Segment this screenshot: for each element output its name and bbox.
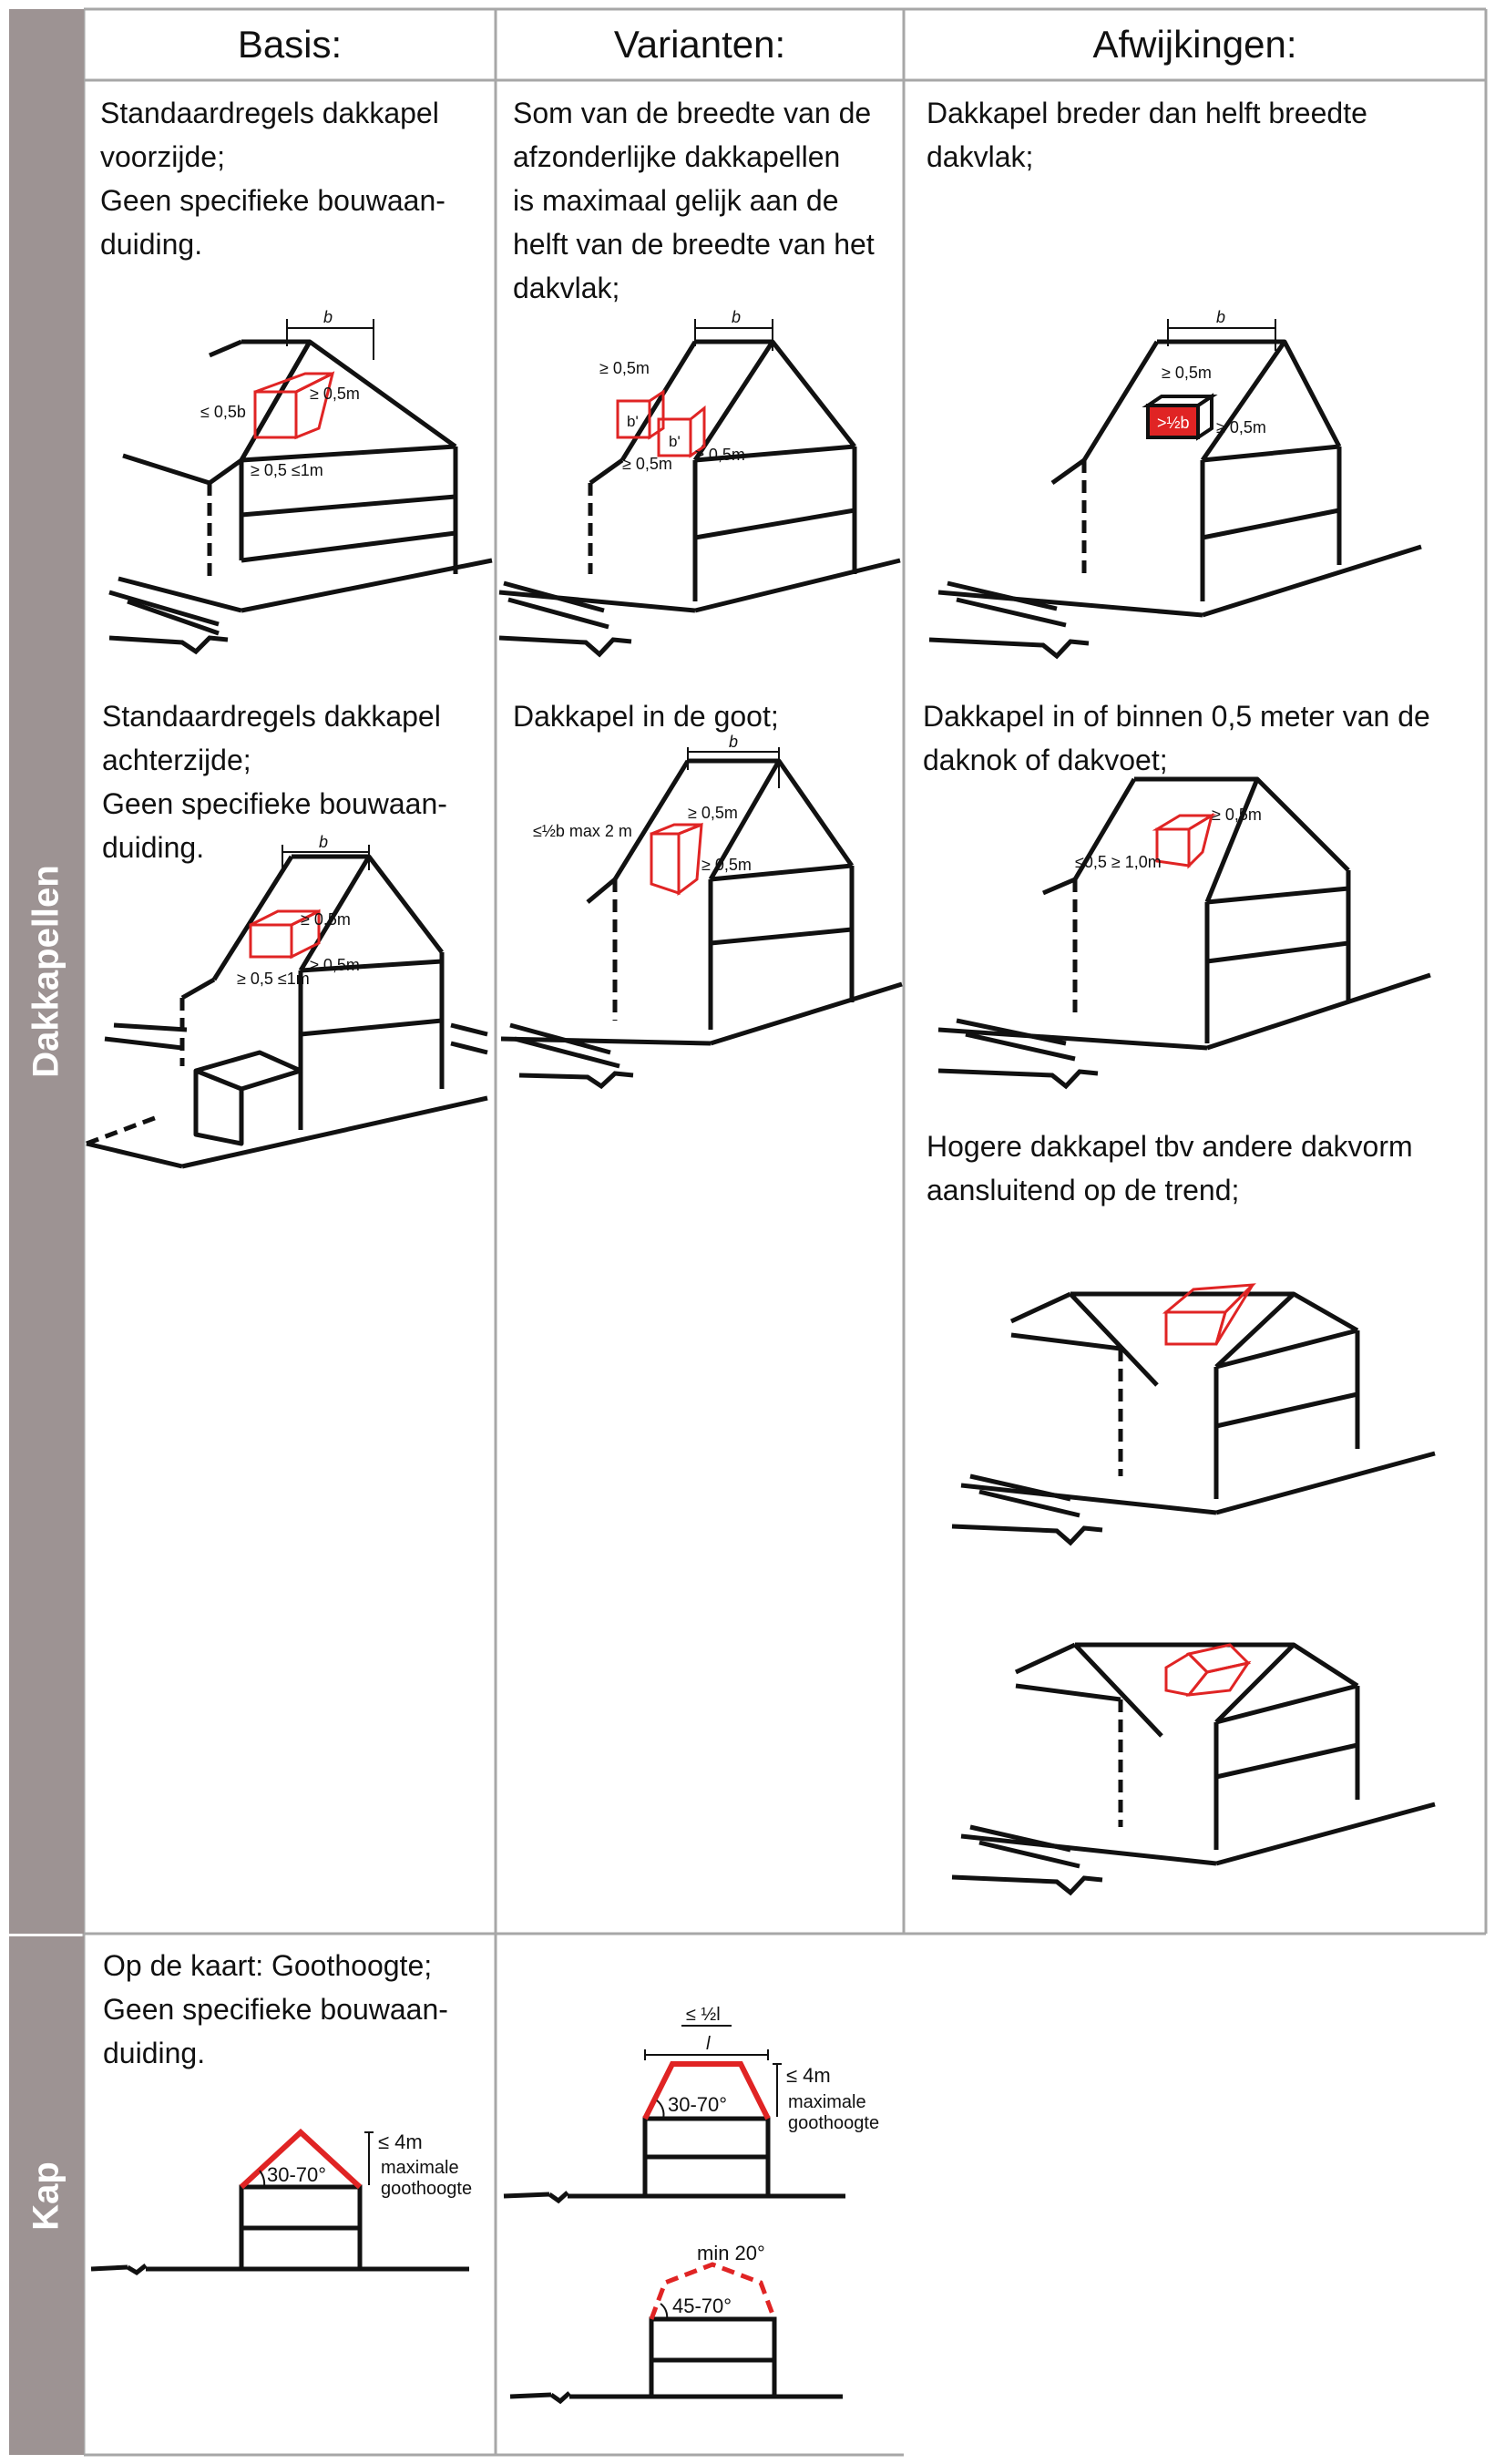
house-drawing-afwijkingen-hoger-1 [951,1283,1436,1546]
label-bprime: b' [669,433,681,450]
label-angle-30-70: 30-70° [267,2163,326,2186]
label-le4m: ≤ 4m [786,2064,831,2087]
label-ge05le1m: ≥ 0,5 ≤1m [237,970,310,988]
label-b: b [1216,308,1225,326]
label-b: b [732,308,741,326]
ground-break-mark [951,1874,1103,1896]
roof-outline-dashed [649,2262,777,2320]
column-header-varianten: Varianten: [613,23,786,66]
label-ge05m: ≥ 0,5m [695,446,745,464]
label-le05ge10m: ≤0,5 ≥ 1,0m [1075,853,1162,871]
column-header-basis: Basis: [237,23,343,66]
house-drawing-varianten-goot: b ≤½b max 2 m ≥ 0,5m ≥ 0,5m [500,733,903,1090]
house-drawing-basis-achter: b ≥ 0,5m ≥ 0,5m ≥ 0,5 ≤1m [86,833,488,1169]
label-min20: min 20° [697,2242,765,2264]
dormer-hoger-box [1162,1283,1256,1346]
sidebar-dakkapellen: Dakkapellen [9,9,84,1934]
dormer-basis-achter [249,909,321,960]
house-drawing-afwijkingen-nok: ≥ 0,5m ≤0,5 ≥ 1,0m [937,776,1431,1090]
ground-break-mark [951,1524,1103,1546]
label-ge05m: ≥ 0,5m [701,856,752,874]
sidebar-label-dakkapellen: Dakkapellen [26,865,67,1078]
dormer-afwijkingen-nok [1152,812,1217,869]
label-b: b [319,833,328,851]
label-ge05m: ≥ 0,5m [301,910,351,929]
label-le-half-l: ≤ ½l [686,2005,721,2025]
roof-outline-basis [239,2128,363,2190]
label-b: b [729,733,738,751]
label-ge05m: ≥ 0,5m [310,385,360,403]
ground-break-mark [518,1071,634,1090]
label-angle-30-70: 30-70° [668,2093,727,2116]
house-drawing-varianten-som: b ≥ 0,5m ≥ 0,5m b' b' ≥ 0,5m [498,308,901,658]
label-bprime: b' [627,413,639,430]
text-varianten-goot: Dakkapel in de goot; [513,700,779,733]
label-ge05m: ≥ 0,5m [310,956,360,974]
label-b: b [323,308,333,326]
ground-break-mark [928,637,1090,660]
label-ge05m: ≥ 0,5m [1216,418,1266,436]
ground-break-mark [937,1068,1099,1090]
dormer-hoger-gable [1164,1643,1252,1697]
label-le4m: ≤ 4m [378,2130,423,2153]
dormer-varianten-goot [650,822,703,896]
sidebar-label-kap: Kap [26,2161,67,2231]
kap-drawing-dashed: min 20° 45-70° [509,2242,843,2405]
label-goothoogte: goothoogte [788,2113,879,2133]
label-ge05m: ≥ 0,5m [1212,806,1262,824]
dormer-basis-voor [253,371,335,440]
text-varianten-som: Som van de breedte van de afzonderlijke … [513,97,875,304]
kap-drawing-basis: 30-70° ≤ 4m maximale goothoogte [90,2128,472,2276]
label-ge05m: ≥ 0,5m [599,359,650,377]
sidebar-kap: Kap [9,1936,84,2455]
text-kap-basis: Op de kaart: Goothoogte; Geen specifieke… [103,1949,448,2069]
text-afwijkingen-nok: Dakkapel in of binnen 0,5 meter van de d… [923,700,1430,776]
label-goothoogte: goothoogte [381,2179,472,2199]
dormer-varianten-a [616,389,665,440]
dormer-varianten-b [657,405,706,458]
label-maximale: maximale [788,2092,866,2112]
label-l: l [706,2034,711,2054]
ground-break-mark [108,635,229,655]
text-basis-voorzijde: Standaardregels dakkapel voorzijde; Geen… [100,97,445,261]
label-gt-half-b: >½b [1157,414,1190,432]
label-ge05m: ≥ 0,5m [688,804,738,822]
label-le05b: ≤ 0,5b [200,403,246,421]
roof-outline-mansard [642,2061,771,2120]
kap-drawing-mansard: ≤ ½l l 30-70° ≤ 4m maximale goothoogte [503,2005,879,2204]
house-drawing-afwijkingen-breder: >½b b ≥ 0,5m ≥ 0,5m [928,308,1422,660]
text-afwijkingen-hoger: Hogere dakkapel tbv andere dakvorm aansl… [927,1130,1413,1206]
label-angle-45-70: 45-70° [672,2295,732,2317]
house-drawing-basis-voor: b ≥ 0,5m ≤ 0,5b ≥ 0,5 ≤1m [108,308,493,655]
text-afwijkingen-breder: Dakkapel breder dan helft breedte dakvla… [927,97,1367,173]
column-header-afwijkingen: Afwijkingen: [1092,23,1297,66]
house-drawing-afwijkingen-hoger-2 [951,1642,1436,1896]
text-basis-achterzijde: Standaardregels dakkapel achterzijde; Ge… [102,700,447,864]
label-ge05m: ≥ 0,5m [1162,364,1212,382]
label-ge05m: ≥ 0,5m [622,455,672,473]
label-ge05le1m: ≥ 0,5 ≤1m [251,461,323,479]
label-half-b: ≤½b max 2 m [533,822,632,840]
label-maximale: maximale [381,2158,459,2178]
ground-break-mark [498,635,632,658]
dormer-afwijkingen-breder [1142,393,1218,441]
